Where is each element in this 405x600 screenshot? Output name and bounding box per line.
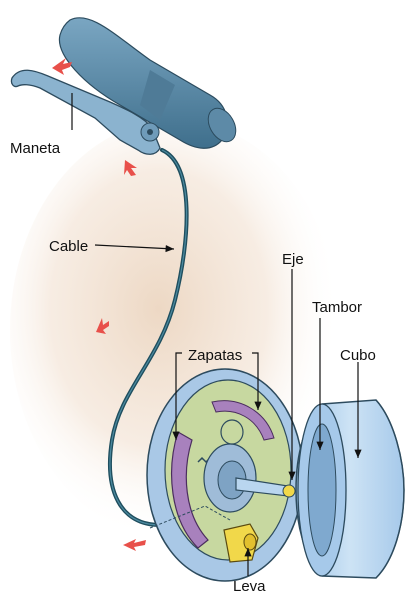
cam: [224, 524, 258, 562]
label-zapatas: Zapatas: [188, 347, 242, 364]
label-cubo: Cubo: [340, 347, 376, 364]
arrow-icon: [123, 539, 146, 551]
label-eje: Eje: [282, 251, 304, 268]
label-tambor: Tambor: [312, 299, 362, 316]
brake-drum-hub: [296, 400, 404, 578]
label-maneta: Maneta: [10, 140, 61, 157]
brake-backing-plate: [147, 369, 303, 581]
label-cable: Cable: [49, 238, 88, 255]
label-leva: Leva: [233, 578, 266, 595]
